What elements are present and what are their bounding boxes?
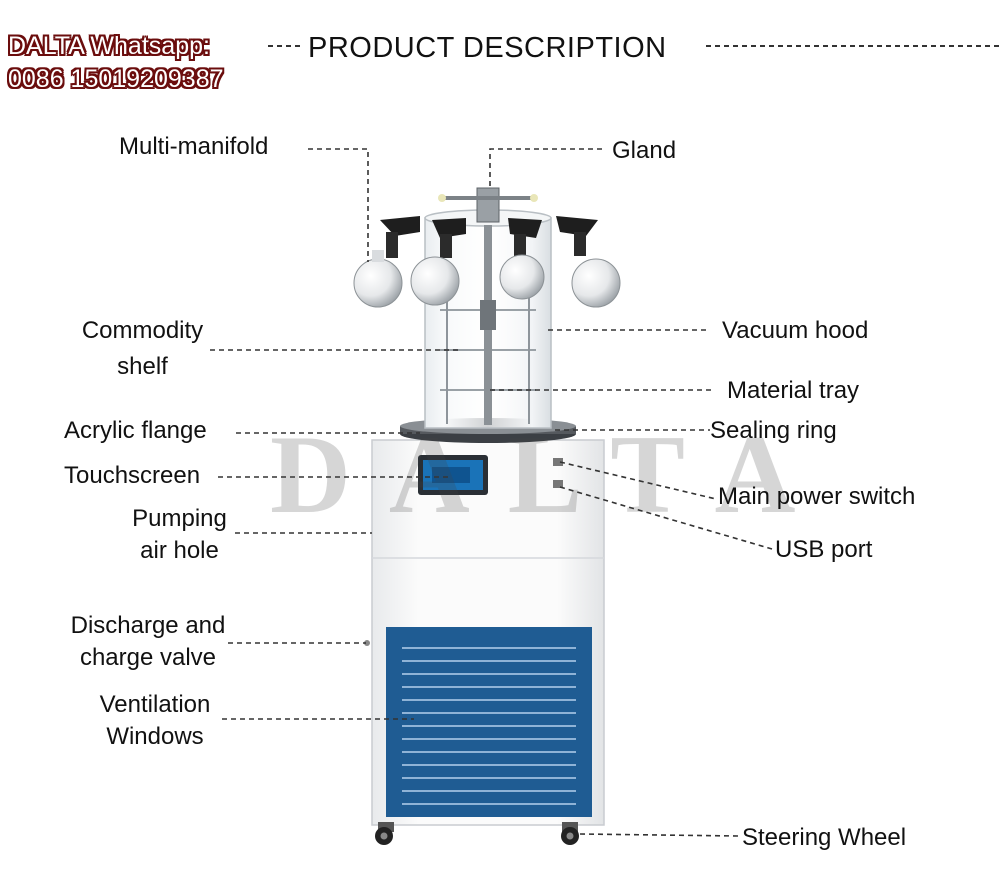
label-ventilation-line1: Ventilation <box>99 691 211 718</box>
label-multi-manifold: Multi-manifold <box>119 133 269 160</box>
label-discharge-valve: Discharge and charge valve <box>58 610 238 674</box>
label-commodity-shelf: Commodity shelf <box>70 315 215 383</box>
label-ventilation-windows: Ventilation Windows <box>85 689 225 753</box>
label-acrylic-flange: Acrylic flange <box>64 417 207 444</box>
label-pumping-air-hole: Pumping air hole <box>112 503 247 567</box>
watermark-text: DALTA <box>270 413 834 537</box>
label-pumping-air-hole-line2: air hole <box>140 537 219 564</box>
whatsapp-badge: DALTA Whatsapp: 0086 15019209387 <box>8 30 224 96</box>
label-touchscreen: Touchscreen <box>64 462 201 489</box>
label-commodity-shelf-line2: shelf <box>117 353 168 380</box>
badge-line-2: 0086 15019209387 <box>8 65 224 93</box>
label-pumping-air-hole-line1: Pumping <box>132 505 227 532</box>
label-discharge-valve-line1: Discharge and <box>70 612 226 639</box>
manifold-flasks <box>353 216 621 308</box>
label-steering-wheel: Steering Wheel <box>742 824 907 851</box>
ventilation-panel <box>386 627 592 817</box>
label-gland: Gland <box>612 137 677 164</box>
section-title: PRODUCT DESCRIPTION <box>308 32 667 64</box>
label-vacuum-hood: Vacuum hood <box>722 317 869 344</box>
label-material-tray: Material tray <box>727 377 860 404</box>
leader-lines <box>210 45 1000 837</box>
label-sealing-ring: Sealing ring <box>710 417 837 444</box>
label-main-power-switch: Main power switch <box>718 483 916 510</box>
gland <box>476 187 500 223</box>
label-usb-port: USB port <box>775 536 873 563</box>
label-discharge-valve-line2: charge valve <box>79 644 217 671</box>
label-ventilation-line2: Windows <box>106 723 204 750</box>
ventilation-slats <box>402 647 576 805</box>
badge-line-1: DALTA Whatsapp: <box>8 32 210 60</box>
label-commodity-shelf-line1: Commodity <box>81 317 204 344</box>
